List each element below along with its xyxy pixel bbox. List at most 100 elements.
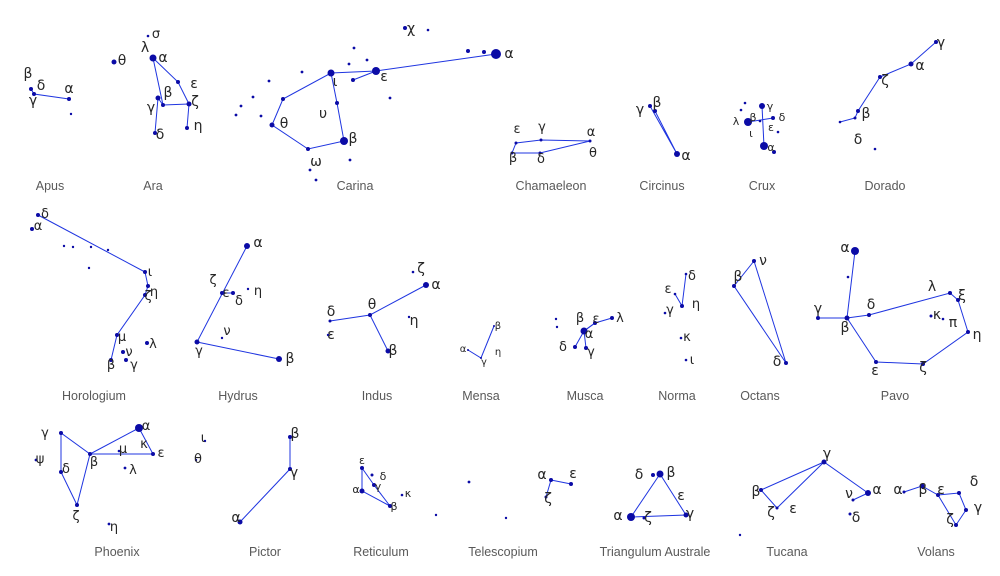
star: [902, 490, 906, 494]
star: [30, 227, 34, 231]
star: [267, 79, 271, 83]
star-label: β: [749, 111, 756, 124]
star: [772, 150, 776, 154]
constellation-name: Crux: [749, 179, 776, 193]
star-label: ζ: [919, 360, 927, 376]
star-label: γ: [538, 120, 546, 135]
star-label: α: [681, 148, 690, 164]
constellation-name: Apus: [36, 179, 65, 193]
star: [760, 142, 768, 150]
star: [936, 493, 940, 497]
star: [59, 431, 63, 435]
star: [115, 333, 119, 337]
star: [584, 346, 588, 350]
star-label: δ: [559, 340, 567, 355]
star-label: β: [653, 95, 662, 111]
star: [121, 350, 125, 354]
star-label: γ: [823, 446, 831, 462]
star-label: γ: [937, 35, 945, 51]
constellation-line: [162, 103, 190, 106]
star: [426, 28, 430, 32]
star: [143, 270, 147, 274]
star: [288, 467, 292, 471]
constellation-name: Pictor: [249, 545, 281, 559]
star: [656, 470, 664, 478]
star: [411, 270, 415, 274]
star-label: ζ: [644, 510, 652, 526]
star: [853, 116, 857, 120]
star-label: α: [872, 482, 881, 498]
star: [153, 131, 157, 135]
constellation-name: Octans: [740, 389, 780, 403]
constellation-line: [89, 427, 140, 455]
star-label: α: [431, 277, 440, 293]
constellation-name: Norma: [658, 389, 696, 403]
star: [844, 315, 850, 321]
star: [117, 449, 121, 453]
star-label: β: [389, 343, 398, 359]
star: [480, 357, 482, 359]
star: [347, 62, 351, 66]
star-label: γ: [375, 480, 382, 493]
constellation-line: [467, 325, 495, 359]
star: [848, 512, 852, 516]
star: [510, 151, 514, 155]
star: [106, 248, 110, 252]
star-label: σ: [152, 27, 160, 42]
star: [573, 345, 577, 349]
star-label: ε: [789, 501, 797, 517]
star-label: γ: [666, 303, 674, 318]
star-label: ε: [569, 466, 577, 482]
star: [423, 282, 429, 288]
star: [653, 109, 657, 113]
star-label: ζ: [417, 261, 425, 277]
star-label: μ: [119, 442, 127, 457]
star: [246, 287, 250, 291]
constellation-name: Musca: [567, 389, 604, 403]
star: [231, 291, 235, 295]
star-label: α: [537, 467, 546, 483]
star-label: ν: [223, 324, 230, 339]
star-label: α: [158, 50, 167, 66]
star-label: β: [509, 151, 517, 166]
star: [956, 298, 960, 302]
star: [89, 245, 93, 249]
star-label: α: [585, 327, 594, 342]
star-label: β: [107, 358, 115, 373]
star-label: β: [164, 85, 173, 101]
star: [908, 61, 914, 67]
star-label: ζ: [767, 505, 775, 521]
star-label: β: [286, 351, 295, 367]
star: [407, 315, 411, 319]
star: [327, 69, 335, 77]
star: [314, 178, 318, 182]
star: [504, 516, 508, 520]
star-label: δ: [852, 510, 861, 526]
star: [921, 362, 925, 366]
star: [403, 26, 407, 30]
star: [146, 34, 150, 38]
star-label: α: [231, 510, 240, 526]
star-label: γ: [686, 506, 694, 522]
star: [107, 522, 111, 526]
star: [368, 313, 372, 317]
star-label: ε: [871, 363, 879, 379]
star-label: ξ: [958, 288, 966, 304]
star: [360, 466, 364, 470]
star: [220, 336, 224, 340]
star-label: ε: [513, 122, 520, 137]
constellation-line: [37, 214, 149, 361]
star-label: ε: [327, 327, 335, 343]
star-label: ζ: [209, 273, 216, 288]
star: [146, 284, 150, 288]
star-label: η: [973, 327, 982, 343]
star-label: α: [64, 81, 73, 97]
star-label: β: [734, 269, 743, 285]
constellation-name: Carina: [337, 179, 374, 193]
constellation-name: Ara: [143, 179, 163, 193]
star-label: ι: [690, 353, 694, 368]
star: [758, 119, 762, 123]
constellation-name: Tucana: [766, 545, 807, 559]
star: [680, 304, 684, 308]
star-label: ζ: [72, 509, 79, 524]
